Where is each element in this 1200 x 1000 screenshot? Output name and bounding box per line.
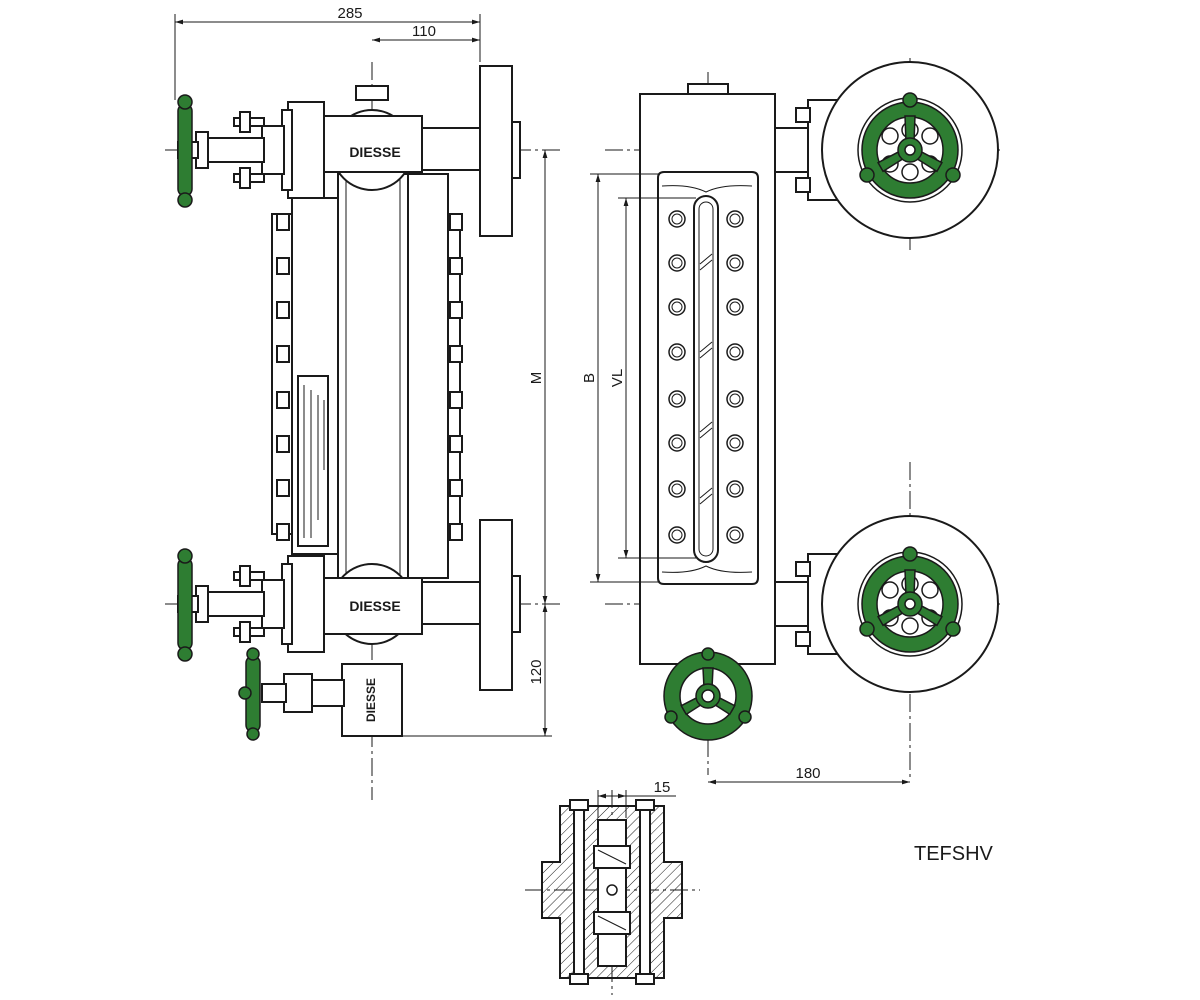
dim-section-width: 15: [654, 779, 671, 796]
side-view-bolts: [276, 213, 463, 541]
drain-handwheel: [238, 647, 261, 741]
front-drain-handwheel: [663, 647, 753, 741]
dim-side-valve-offset: 180: [795, 765, 820, 782]
dim-flange-offset: 110: [412, 23, 436, 40]
top-left-handwheel: [177, 94, 193, 208]
dim-visible-length: VL: [609, 369, 626, 387]
section-view: 15: [525, 779, 700, 995]
drain-brand-label: DIESSE: [364, 678, 378, 722]
front-view: B VL: [581, 58, 1000, 785]
top-right-handwheel: [857, 92, 963, 203]
bottom-right-handwheel: [857, 546, 963, 657]
nameplate: [297, 375, 329, 547]
dim-bottom-drain: 120: [528, 659, 545, 684]
top-brand-label: DIESSE: [349, 144, 400, 160]
window-bolt-holes: [668, 210, 744, 544]
dim-visible-glass-length: B: [581, 373, 598, 383]
model-code: TEFSHV: [914, 843, 994, 865]
dim-overall-width: 285: [337, 5, 362, 22]
side-view: DIESSE DIESSE: [165, 5, 560, 800]
bottom-brand-label: DIESSE: [349, 598, 400, 614]
bottom-left-handwheel: [177, 548, 193, 662]
dim-centre-distance: M: [528, 372, 545, 385]
